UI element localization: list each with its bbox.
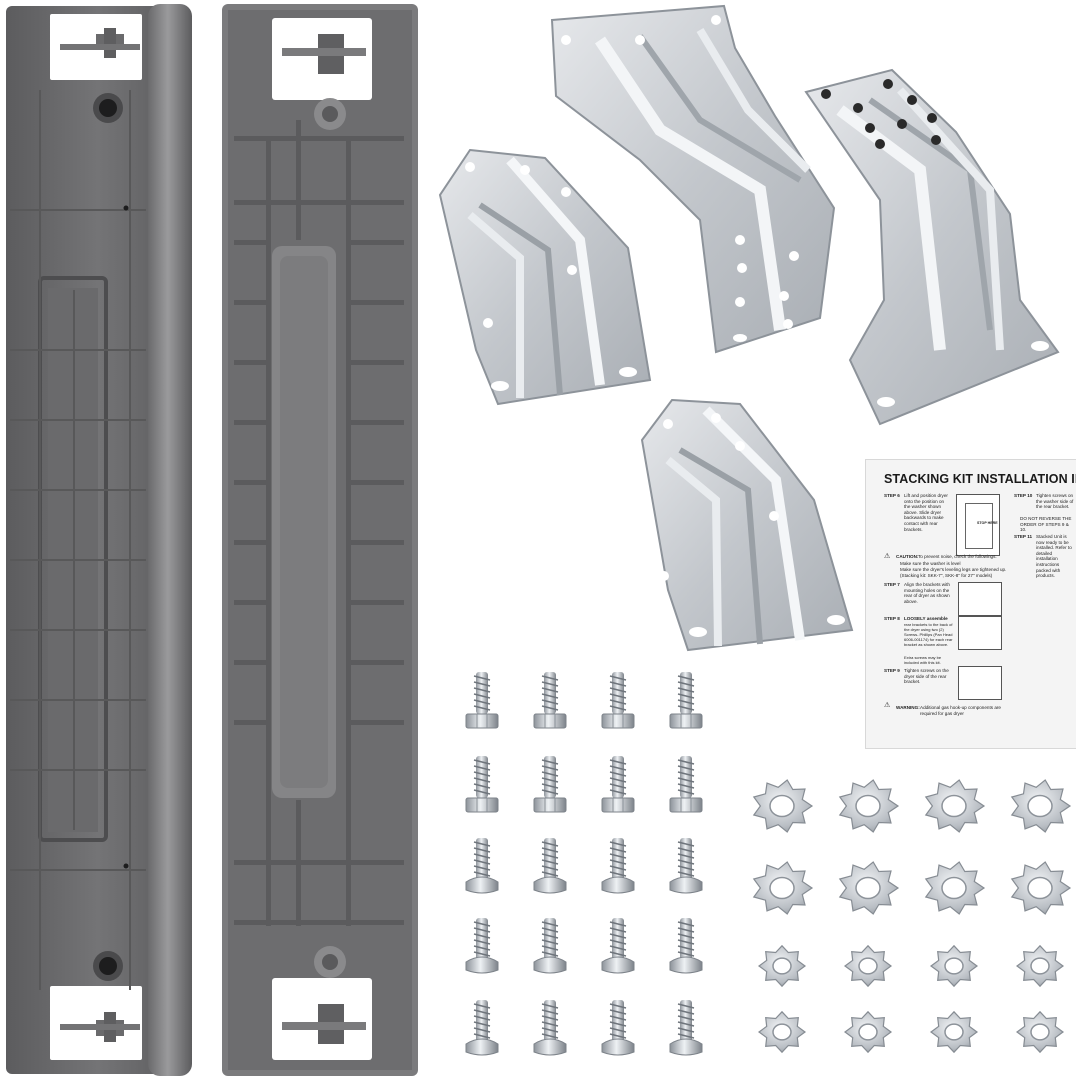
pan-head-screw (533, 918, 567, 974)
step6-label: STEP 6 (884, 493, 900, 498)
pan-head-screw (533, 838, 567, 894)
step8-label: STEP 8 (884, 616, 900, 621)
star-lock-washer (1010, 779, 1072, 833)
hex-screw (669, 756, 703, 813)
metal-bracket-large-center (550, 4, 836, 354)
pan-head-screw (465, 918, 499, 974)
hex-screw (601, 672, 635, 729)
step8-extra: Extra screws may be included with this k… (904, 655, 942, 665)
star-lock-washer (752, 779, 814, 833)
washer-grid (752, 779, 1072, 1054)
stop-here-label: STOP HERE (977, 521, 998, 525)
pan-head-screw (669, 838, 703, 894)
star-lock-washer (838, 861, 900, 915)
step7-text: Align the brackets with mounting holes o… (904, 582, 950, 604)
step9-label: STEP 9 (884, 668, 900, 673)
pan-head-screw (465, 838, 499, 894)
step9-text: Tighten screws on the dryer side of the … (904, 668, 949, 685)
star-lock-washer (1010, 861, 1072, 915)
step9-figure (958, 666, 1002, 700)
pan-head-screw (465, 1000, 499, 1056)
star-lock-washer (924, 779, 986, 833)
warning-text: Additional gas hook-up components are re… (920, 705, 1001, 716)
step8-bold: LOOSELY assemble (904, 616, 948, 621)
step7-figure (958, 582, 1002, 616)
star-lock-washer (838, 779, 900, 833)
star-lock-washer (843, 1010, 893, 1054)
pan-head-screw (669, 918, 703, 974)
star-lock-washer (752, 861, 814, 915)
step10-label: STEP 10 (1014, 493, 1033, 498)
step6-text: Lift and position dryer onto the positio… (904, 493, 948, 532)
instruction-card: STACKING KIT INSTALLATION INSTRUCTI STEP… (866, 460, 1076, 748)
warning-icon: ⚠ (884, 702, 891, 709)
caution-bullet-2: Make sure the dryer's leveling legs are … (900, 567, 1007, 572)
metal-bracket-large-right (804, 68, 1060, 426)
star-lock-washer (1015, 944, 1065, 988)
metal-bracket-small-bottom (640, 398, 854, 652)
caution-text: To prevent noise, check the followings. (918, 554, 997, 559)
caution-icon: ⚠ (884, 553, 891, 560)
hex-screw (669, 672, 703, 729)
caution-bullet-3: (Stacking kit: SKK-7", SKK-8" for 27" mo… (900, 573, 993, 578)
plastic-strip-front (6, 4, 192, 1076)
star-lock-washer (757, 1010, 807, 1054)
caution-label: CAUTION: (896, 554, 919, 559)
reverse-note: DO NOT REVERSE THE ORDER OF STEPS 9 & 10… (1020, 516, 1072, 533)
hex-screw (533, 672, 567, 729)
hex-screw (465, 672, 499, 729)
caution-bullet-1: Make sure the washer is level (900, 561, 961, 566)
step7-label: STEP 7 (884, 582, 900, 587)
star-lock-washer (757, 944, 807, 988)
step11-label: STEP 11 (1014, 534, 1033, 539)
warning-label: WARNING: (896, 705, 920, 710)
step8-figure (958, 616, 1002, 650)
star-lock-washer (924, 861, 986, 915)
step6-figure: STOP HERE (956, 494, 1000, 556)
pan-head-screw (601, 918, 635, 974)
step8-text: rear brackets to the back of the dryer u… (904, 622, 953, 647)
pan-head-screw (533, 1000, 567, 1056)
screw-grid (465, 672, 703, 1056)
metal-bracket-small-left (438, 148, 652, 406)
star-lock-washer (929, 944, 979, 988)
pan-head-screw (601, 1000, 635, 1056)
step11-text: Stacked Unit is now ready to be installe… (1036, 534, 1072, 579)
plastic-strip-back (222, 4, 418, 1076)
star-lock-washer (1015, 1010, 1065, 1054)
hex-screw (601, 756, 635, 813)
pan-head-screw (601, 838, 635, 894)
instruction-card-title: STACKING KIT INSTALLATION INSTRUCTI (884, 472, 1076, 486)
step10-text: Tighten screws on the washer side of the… (1036, 493, 1074, 510)
hex-screw (533, 756, 567, 813)
hex-screw (465, 756, 499, 813)
pan-head-screw (669, 1000, 703, 1056)
star-lock-washer (929, 1010, 979, 1054)
star-lock-washer (843, 944, 893, 988)
